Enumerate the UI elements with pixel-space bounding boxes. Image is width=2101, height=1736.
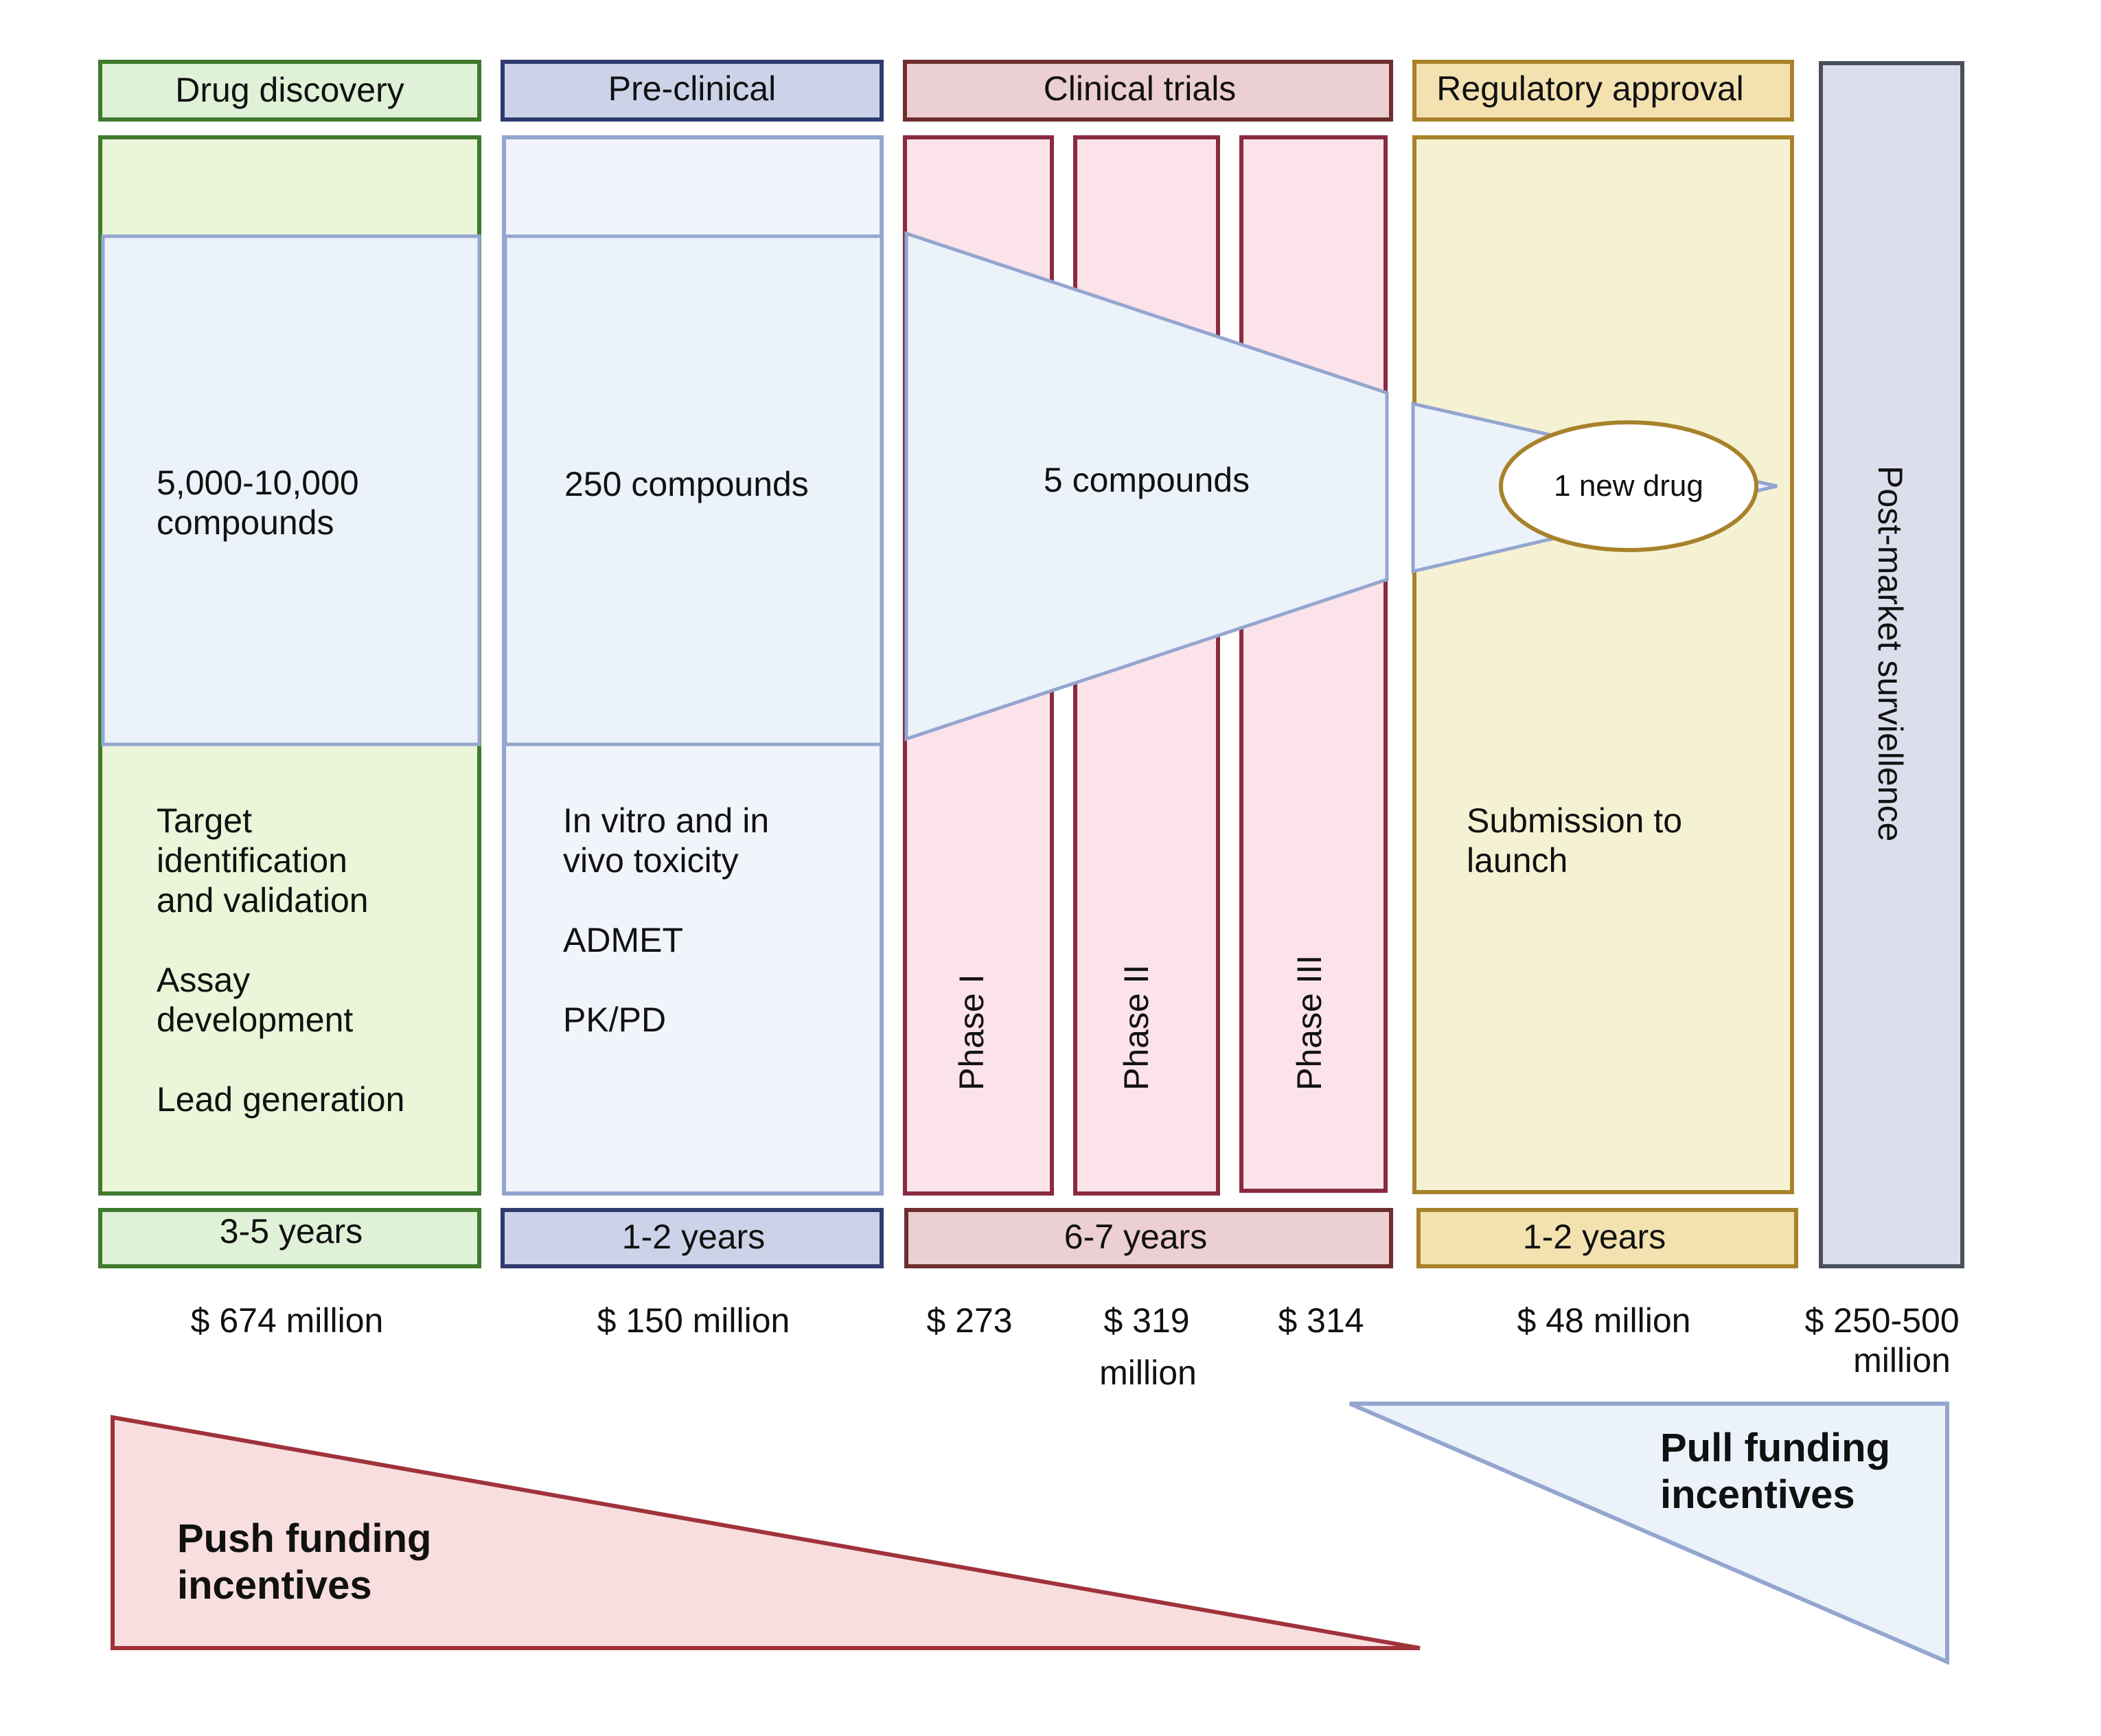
clinical-funnel-taper	[904, 231, 1389, 742]
regulatory-duration-box	[1416, 1208, 1798, 1268]
clinical-trials-header-label: Clinical trials	[1044, 69, 1237, 108]
preclinical-activities: In vitro and in vivo toxicity ADMET PK/P…	[563, 801, 779, 1039]
drug-discovery-header-box	[98, 60, 481, 122]
phase-2-cost: $ 319	[1103, 1301, 1189, 1340]
regulatory-duration-label: 1-2 years	[1523, 1218, 1666, 1256]
preclinical-duration-label: 1-2 years	[622, 1218, 765, 1256]
regulatory-activities: Submission to launch	[1467, 801, 1692, 880]
post-market-cost-line-1: $ 250-500	[1804, 1301, 1959, 1340]
pre-clinical-header-label: Pre-clinical	[608, 69, 777, 108]
discovery-activities: Target identification and validation Ass…	[157, 801, 404, 1119]
pull-funding: Pull funding incentives	[1348, 1402, 1949, 1665]
pre-clinical-header-box	[501, 60, 884, 122]
preclinical-activity-line: ADMET	[563, 921, 682, 959]
discovery-activity-line: Lead generation	[157, 1080, 404, 1119]
discovery-compounds-box	[101, 234, 481, 746]
regulatory-approval-header-box	[1412, 60, 1794, 122]
post-market-bar	[1819, 61, 1964, 1268]
regulatory-approval-panel	[1412, 135, 1794, 1194]
phase-1-label: Phase I	[952, 974, 991, 1090]
phase-1-cost: $ 273	[926, 1301, 1012, 1340]
clinical-duration-label: 6-7 years	[1064, 1218, 1207, 1256]
discovery-compound-count: 5,000-10,000 compounds	[157, 464, 369, 542]
preclinical-compound-count: 250 compounds	[564, 465, 809, 503]
regulatory-activity-line: launch	[1467, 841, 1568, 880]
drug-discovery-header-label: Drug discovery	[175, 71, 404, 109]
preclinical-activity-line: PK/PD	[563, 1001, 666, 1039]
preclinical-activity-line: vivo toxicity	[563, 841, 739, 880]
pull-funding-line-1: Pull funding	[1660, 1426, 1890, 1470]
discovery-activity-line: Assay	[157, 961, 250, 999]
push-funding-label: Push funding incentives	[177, 1516, 443, 1608]
compound-counts: 5,000-10,000 compounds 250 compounds 5 c…	[157, 461, 1703, 542]
regulatory-activity-line: Submission to	[1467, 801, 1682, 840]
discovery-activity-line: identification	[157, 841, 347, 880]
discovery-cost: $ 674 million	[191, 1301, 384, 1340]
rotated-labels: Phase I Phase II Phase III Post-market s…	[952, 466, 1909, 1090]
discovery-activity-line: Target	[157, 801, 252, 840]
duration-row: 3-5 years 1-2 years 6-7 years 1-2 years	[98, 1208, 1798, 1268]
regulatory-approval-header-label: Regulatory approval	[1436, 69, 1744, 108]
phase-3-label: Phase III	[1290, 955, 1329, 1090]
pull-funding-triangle	[1348, 1402, 1949, 1665]
pull-funding-line-2: incentives	[1660, 1472, 1855, 1517]
post-market-cost-line-2: million	[1853, 1341, 1951, 1380]
push-funding: Push funding incentives	[111, 1415, 1421, 1650]
compound-funnel	[101, 231, 1778, 746]
stage-headers: Drug discovery Pre-clinical Clinical tri…	[98, 60, 1794, 122]
discovery-activity-line: development	[157, 1001, 353, 1039]
post-market-label: Post-market surviellence	[1871, 466, 1909, 841]
discovery-count-line-1: 5,000-10,000	[157, 464, 359, 502]
discovery-duration-box	[98, 1208, 481, 1268]
new-drug-ellipse	[1499, 420, 1758, 552]
push-funding-line-2: incentives	[177, 1563, 372, 1608]
clinical-cost-unit: million	[1099, 1354, 1197, 1392]
phase-3-cost: $ 314	[1278, 1301, 1364, 1340]
regulatory-cost: $ 48 million	[1517, 1301, 1691, 1340]
pull-funding-label: Pull funding incentives	[1660, 1426, 1901, 1517]
discovery-duration-label: 3-5 years	[220, 1212, 363, 1250]
clinical-duration-box	[904, 1208, 1393, 1268]
clinical-compound-count: 5 compounds	[1044, 461, 1250, 499]
push-funding-line-1: Push funding	[177, 1516, 432, 1561]
stage-activities: Target identification and validation Ass…	[157, 801, 1692, 1119]
preclinical-compounds-box	[503, 234, 884, 746]
push-funding-triangle	[111, 1415, 1421, 1650]
post-market-cost: $ 250-500 million	[1804, 1301, 1968, 1380]
cost-row: $ 674 million $ 150 million $ 273 $ 319 …	[191, 1301, 1968, 1392]
phase-2-label: Phase II	[1117, 965, 1156, 1090]
preclinical-activity-line: In vitro and in	[563, 801, 769, 840]
preclinical-cost: $ 150 million	[597, 1301, 790, 1340]
preclinical-duration-box	[501, 1208, 884, 1268]
discovery-count-line-2: compounds	[157, 503, 334, 542]
phase-3-column	[1239, 135, 1388, 1193]
clinical-trials-header-box	[903, 60, 1393, 122]
new-drug-label: 1 new drug	[1554, 469, 1703, 503]
discovery-activity-line: and validation	[157, 881, 369, 920]
